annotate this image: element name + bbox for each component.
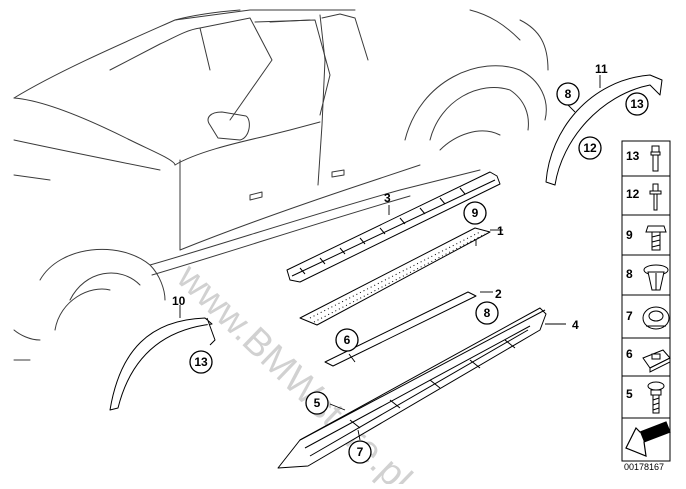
callout-13-rear: 13 — [625, 92, 649, 116]
svg-text:8: 8 — [565, 87, 572, 101]
direction-arrow-icon — [625, 421, 671, 457]
part-10-front-arch-trim — [109, 317, 216, 411]
panel-label-7: 7 — [626, 309, 633, 323]
panel-label-8: 8 — [626, 267, 633, 281]
part-2-strip — [324, 291, 477, 367]
leader-lines — [179, 75, 601, 441]
callout-8-board: 8 — [475, 301, 499, 325]
callout-7: 7 — [348, 440, 372, 464]
svg-text:5: 5 — [314, 396, 321, 410]
part-1-step-plate — [299, 227, 491, 326]
vehicle-outline — [13, 9, 549, 361]
plate-nut-icon — [642, 349, 671, 373]
label-11: 11 — [595, 62, 608, 76]
screw-icon — [647, 381, 665, 414]
panel-label-9: 9 — [626, 228, 633, 242]
svg-text:8: 8 — [484, 306, 491, 320]
label-10: 10 — [172, 294, 186, 308]
svg-text:6: 6 — [344, 333, 351, 347]
blind-rivet-icon — [650, 145, 661, 172]
svg-text:13: 13 — [194, 355, 208, 369]
hex-bolt-icon — [645, 225, 667, 251]
part-3-rail — [286, 171, 501, 283]
fastener-panel: 13 12 9 8 7 6 5 — [621, 140, 671, 462]
svg-text:13: 13 — [630, 97, 644, 111]
svg-text:9: 9 — [472, 206, 479, 220]
part-11-rear-arch-trim — [545, 74, 663, 186]
diagram-number: 00178167 — [624, 462, 664, 472]
callout-12: 12 — [578, 136, 602, 160]
panel-label-12: 12 — [626, 187, 640, 201]
callout-9: 9 — [463, 201, 487, 225]
callout-13-front: 13 — [189, 350, 213, 374]
callout-5: 5 — [305, 391, 329, 415]
clip-icon — [642, 306, 670, 330]
svg-text:12: 12 — [583, 141, 597, 155]
svg-text:7: 7 — [357, 445, 364, 459]
callout-6: 6 — [335, 328, 359, 352]
part-4-running-board — [277, 307, 547, 469]
rivet-icon — [649, 183, 662, 211]
label-1: 1 — [497, 224, 504, 238]
label-4: 4 — [572, 318, 579, 332]
panel-label-5: 5 — [626, 387, 633, 401]
label-3: 3 — [384, 191, 391, 205]
panel-label-6: 6 — [626, 347, 633, 361]
panel-label-13: 13 — [626, 149, 640, 163]
callout-8-rear: 8 — [556, 82, 580, 106]
expanding-rivet-icon — [643, 264, 669, 291]
label-2: 2 — [495, 287, 502, 301]
